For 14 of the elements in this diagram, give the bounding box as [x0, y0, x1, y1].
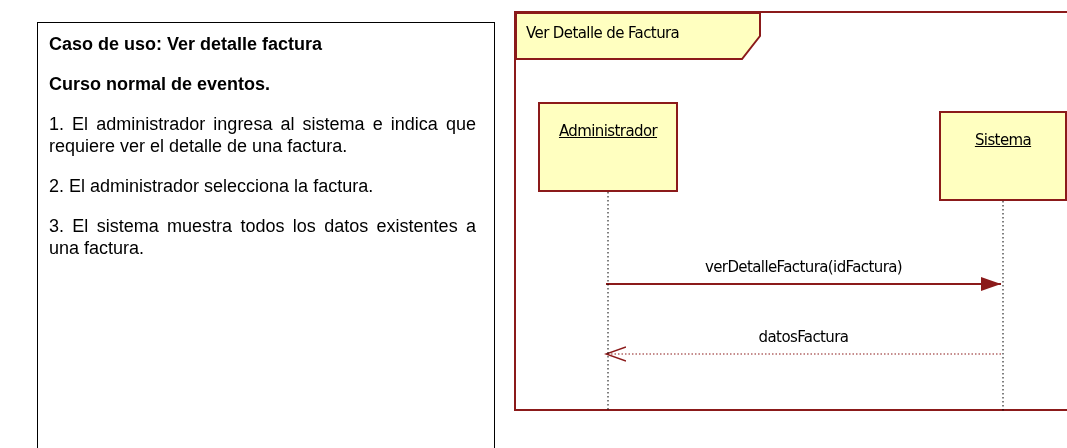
participant-name: Sistema	[974, 131, 1032, 149]
heading: Caso de uso: Ver detalle factura	[49, 33, 324, 55]
message-arrow	[605, 277, 1002, 291]
use-case-card	[37, 22, 495, 448]
participant-name: Administrador	[558, 122, 658, 140]
return-message-arrow	[605, 346, 1002, 362]
step-text: 2. El administrador selecciona la factura.	[49, 175, 375, 197]
sequence-frame	[514, 11, 1067, 411]
edge-label: verDetalleFactura(idFactura)	[704, 258, 903, 276]
frame-title: Ver Detalle de Factura	[526, 24, 680, 42]
step-text: 3. El sistema muestra todos los datos existentes a una factura.	[49, 215, 476, 259]
edge-label: datosFactura	[758, 328, 849, 346]
step-text: 1. El administrador ingresa al sistema e indica que requiere ver el detalle de una factura.	[49, 113, 476, 157]
heading: Curso normal de eventos.	[49, 73, 272, 95]
